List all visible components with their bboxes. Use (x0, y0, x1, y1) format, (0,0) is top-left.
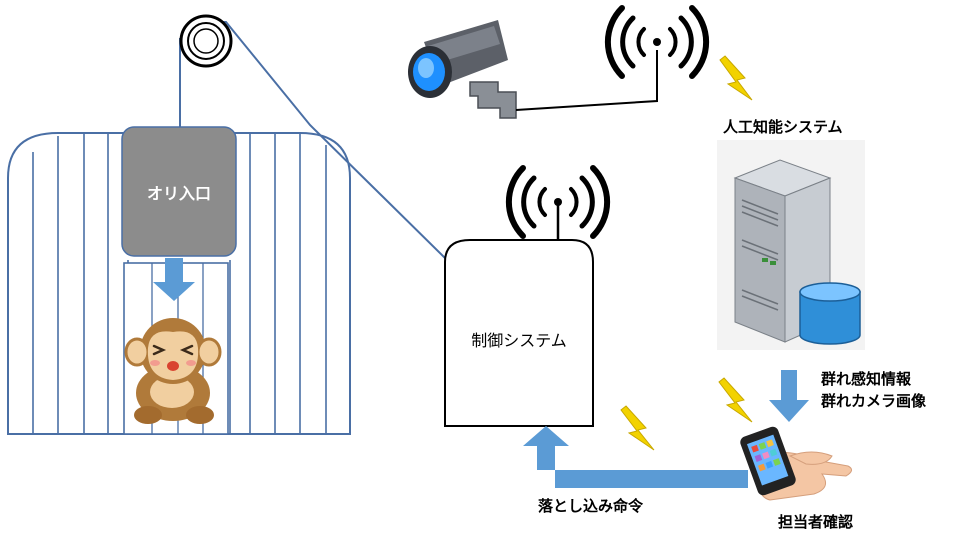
database-icon (799, 282, 861, 345)
monkey-icon (124, 318, 222, 424)
server-to-phone-arrow (769, 370, 809, 422)
lightning-bolt-icon (718, 377, 753, 423)
pulley-icon (179, 14, 233, 68)
camera-image-label: 群れカメラ画像 (821, 392, 927, 410)
ai-system-label: 人工知能システム (723, 118, 843, 136)
drop-command-label: 落とし込み命令 (538, 497, 644, 515)
cage-bars (32, 133, 327, 434)
control-system-label: 制御システム (471, 331, 567, 350)
wireless-signal-icon (604, 5, 710, 79)
lightning-bolt-icon (620, 405, 655, 451)
control-system-box (444, 239, 594, 427)
detection-info-label: 群れ感知情報 (821, 370, 912, 388)
down-arrow (153, 258, 195, 301)
cage-entrance-gate (121, 126, 237, 257)
security-camera-icon (408, 20, 517, 119)
wireless-signal-icon (505, 165, 611, 242)
camera-cable (515, 50, 658, 111)
smartphone-hand-icon (740, 426, 852, 501)
drop-command-arrow (523, 426, 748, 488)
cage-entrance-label: オリ入口 (146, 184, 211, 203)
info-stack: 群れ感知情報 群れカメラ画像 (821, 368, 926, 412)
lightning-bolt-icon (719, 55, 753, 101)
operator-confirm-label: 担当者確認 (778, 513, 854, 531)
